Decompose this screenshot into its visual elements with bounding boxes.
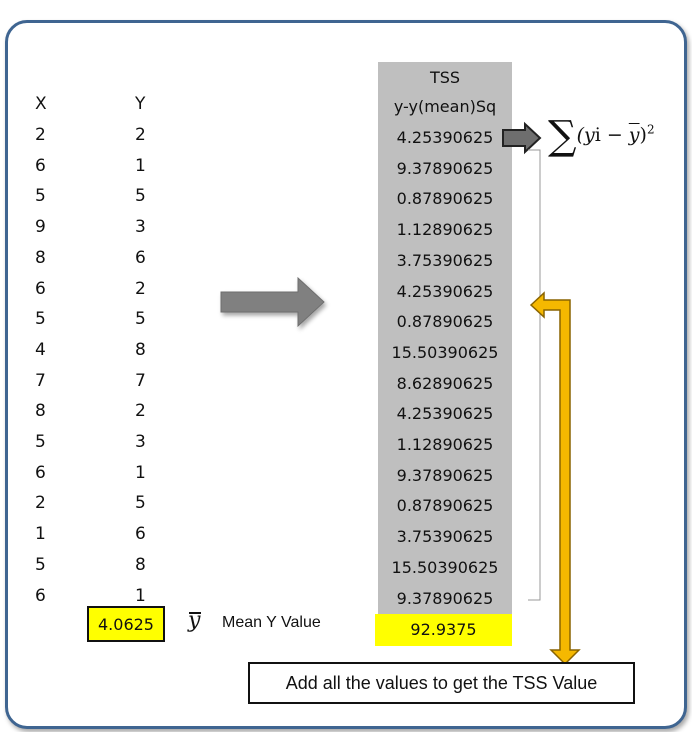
y-value: 1 [135,155,146,176]
y-value: 8 [135,554,146,575]
sum-bracket [528,149,541,601]
y-value: 8 [135,339,146,360]
mean-label: Mean Y Value [222,614,321,631]
x-value: 2 [35,493,46,514]
x-value: 5 [35,432,46,452]
y-value: 5 [135,186,146,207]
formula-open: (y [576,124,595,146]
orange-elbow-arrow [529,291,581,666]
mean-value-box [87,606,165,642]
tss-value: 1.12890625 [396,435,494,454]
y-value: 1 [135,585,146,606]
y-value: 6 [135,247,146,268]
tss-value: 3.75390625 [396,250,494,270]
tss-value: 15.50390625 [391,342,499,362]
sigma-symbol: ∑ [548,113,577,159]
y-value: 2 [135,401,146,422]
x-value: 8 [35,401,46,422]
x-value: 8 [35,247,46,268]
x-value: 2 [35,125,46,145]
tss-value: 4.25390625 [396,404,494,424]
x-value: 5 [35,309,46,330]
x-value: 6 [35,278,46,299]
tss-total-value: 92.9375 [410,620,477,639]
y-value: 2 [135,125,146,145]
x-value: 6 [35,462,46,483]
tss-formula: ∑(yi − y)2 [548,105,655,159]
y-value: 2 [135,278,146,299]
formula-exponent: 2 [646,122,655,137]
y-value: 5 [135,309,146,330]
y-bar-overline [189,612,201,614]
y-value: 7 [135,370,146,391]
x-value: 5 [35,554,46,575]
formula-minus: − [600,124,629,146]
tss-value: 9.37890625 [396,465,494,485]
x-value: 9 [35,217,46,238]
tss-column-background [378,62,512,615]
y-value: 3 [135,217,146,238]
mean-value: 4.0625 [98,615,154,634]
tss-value: 0.87890625 [396,312,494,332]
y-value: 1 [135,462,146,483]
y-column-header: Y [135,94,146,114]
x-value: 7 [35,370,46,391]
instruction-note: Add all the values to get the TSS Value [248,662,635,704]
tss-value: 4.25390625 [396,281,494,301]
tss-value: 0.87890625 [396,496,494,516]
tss-value: 15.50390625 [391,557,499,577]
tss-value: 9.37890625 [396,158,494,178]
formula-ybar: y [628,124,640,146]
x-value: 6 [35,585,46,606]
tss-value: 3.75390625 [396,527,494,547]
small-right-arrow [502,121,542,155]
tss-total-highlight [375,614,512,646]
tss-value: 9.37890625 [396,588,494,608]
x-value: 6 [35,155,46,176]
tss-value: 8.62890625 [396,373,494,393]
tss-column-header: y-y(mean)Sq [393,97,497,116]
x-value: 4 [35,339,46,360]
tss-title: TSS [429,68,461,87]
big-right-arrow [220,276,325,328]
formula-close: ) [639,124,647,146]
y-bar-symbol: y [188,608,201,633]
y-value: 6 [135,524,146,545]
formula-i: i [594,124,601,146]
tss-value: 0.87890625 [396,189,494,209]
tss-value: 4.25390625 [396,128,494,147]
y-value: 3 [135,432,146,452]
x-value: 5 [35,186,46,207]
x-column-header: X [35,94,47,114]
x-value: 1 [35,524,46,545]
tss-value: 1.12890625 [396,220,494,240]
y-value: 5 [135,493,146,514]
